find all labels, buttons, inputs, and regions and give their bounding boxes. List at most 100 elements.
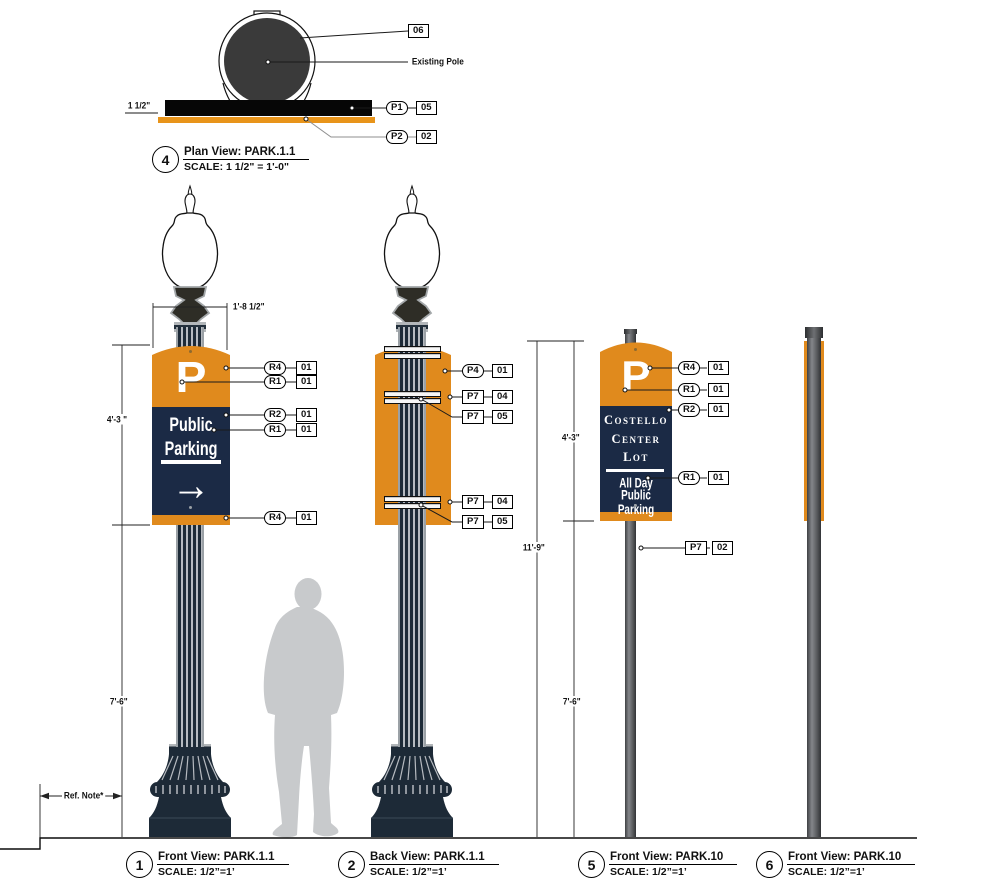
view-label-front-5: 5 Front View: PARK.10 SCALE: 1/2”=1’ [578, 851, 738, 878]
pole-height-dim: 7'-6" [561, 696, 583, 707]
callout-r1-num: 01 [708, 383, 729, 397]
view-scale: SCALE: 1/2”=1’ [610, 866, 687, 878]
callout-r1-num: 01 [296, 375, 317, 389]
callout-p7-c: P7 [462, 495, 484, 509]
view-label-front-6: 6 Front View: PARK.10 SCALE: 1/2”=1’ [756, 851, 916, 878]
callout-r1: R1 [678, 383, 701, 397]
sign-rivet [189, 506, 192, 509]
callout-p1-num: 05 [416, 101, 437, 115]
sign-divider-rule [161, 460, 221, 464]
view-scale: SCALE: 1/2”=1’ [788, 866, 865, 878]
sign-line-costello: Costello [603, 413, 669, 427]
base-plinth [149, 797, 231, 837]
pole-cap-park10-front [624, 329, 637, 334]
callout-r2-num: 01 [708, 403, 729, 417]
view-title: Front View: PARK.10 [609, 851, 738, 865]
callout-r2-num: 01 [296, 408, 317, 422]
callout-r4-num: 01 [296, 361, 317, 375]
round-pole-park10-side [807, 338, 821, 837]
plan-sign-face-bar [158, 117, 375, 123]
callout-r4-num: 01 [708, 361, 729, 375]
ref-note-label: Ref. Note* [62, 790, 106, 801]
ground-line [0, 837, 917, 850]
view-number: 1 [126, 851, 153, 878]
callout-p2-num: 02 [416, 130, 437, 144]
callout-p7: P7 [685, 541, 707, 555]
callout-r2: R2 [678, 403, 701, 417]
sign-line-parking: Parking [164, 439, 218, 460]
sign-rivet [189, 350, 192, 353]
arrow-right-icon: → [171, 459, 211, 511]
human-silhouette [263, 578, 344, 838]
callout-p4-num: 01 [492, 364, 513, 378]
sign-line-lot: Lot [623, 450, 649, 464]
callout-r1b: R1 [678, 471, 701, 485]
view-title: Front View: PARK.1.1 [157, 851, 289, 865]
callout-p7-b-num: 05 [492, 410, 513, 424]
view-label-front-1: 1 Front View: PARK.1.1 SCALE: 1/2”=1’ [126, 851, 289, 878]
view-scale: SCALE: 1/2”=1’ [158, 866, 235, 878]
plan-sign-panel-bar [165, 100, 372, 116]
view-title: Plan View: PARK.1.1 [183, 146, 310, 160]
existing-pole-label: Existing Pole [411, 56, 464, 67]
callout-p1: P1 [386, 101, 408, 115]
round-pole-park10-front [625, 330, 636, 837]
callout-p7-d-num: 05 [492, 515, 513, 529]
sign-line-center: Center [611, 432, 661, 446]
callout-p7-a-num: 04 [492, 390, 513, 404]
callout-r4: R4 [264, 361, 287, 375]
view-scale: SCALE: 1 1/2" = 1'-0" [184, 161, 289, 173]
sign-line-all-day: All Day [619, 476, 653, 492]
plan-view-drawing [158, 10, 375, 123]
view-title: Back View: PARK.1.1 [369, 851, 499, 865]
public-parking-sign: P Public Parking → [152, 345, 230, 525]
view-number: 6 [756, 851, 783, 878]
pole-height-dim: 7'-6" [108, 696, 130, 707]
sign-rivet [634, 504, 637, 507]
plan-thickness-dim: 1 1/2" [126, 100, 153, 111]
callout-r1b: R1 [264, 423, 287, 437]
callout-p7-a: P7 [462, 390, 484, 404]
sign-rivet [634, 348, 637, 351]
costello-center-lot-sign: P Costello Center Lot All Day Public Par… [600, 341, 672, 521]
leader-dots [179, 59, 672, 551]
total-height-dim: 11'-9" [521, 542, 547, 553]
view-scale: SCALE: 1/2”=1’ [370, 866, 447, 878]
sign-line-public-parking: Public Parking [617, 488, 655, 518]
callout-p4: P4 [462, 364, 484, 378]
sign-line-public: Public [169, 415, 213, 436]
base-bell [157, 754, 223, 782]
sign-width-dim: 1'-8 1/2" [232, 301, 265, 312]
mounting-bracket-top [384, 346, 441, 360]
callout-p7-d: P7 [462, 515, 484, 529]
lamp-finial [184, 193, 196, 215]
sign-height-dim: 4'-3" [560, 432, 582, 443]
view-number: 2 [338, 851, 365, 878]
view-title: Front View: PARK.10 [787, 851, 916, 865]
view-number: 5 [578, 851, 605, 878]
callout-r4: R4 [678, 361, 701, 375]
sign-height-dim: 4'-3 " [105, 414, 129, 425]
callout-p7-num: 02 [712, 541, 733, 555]
callout-06: 06 [408, 24, 429, 38]
callout-r1b-num: 01 [296, 423, 317, 437]
base-collar [169, 744, 211, 754]
mounting-bracket-middle [384, 391, 441, 405]
parking-p-logo: P [175, 353, 207, 402]
callout-r4b-num: 01 [296, 511, 317, 525]
callout-r4b: R4 [264, 511, 287, 525]
view-label-plan: 4 Plan View: PARK.1.1 SCALE: 1 1/2" = 1'… [152, 146, 310, 173]
callout-p7-b: P7 [462, 410, 484, 424]
view-number: 4 [152, 146, 179, 173]
dimension-lines [39, 303, 594, 849]
callout-r1: R1 [264, 375, 287, 389]
sign-divider-rule [606, 469, 664, 472]
callout-p2: P2 [386, 130, 408, 144]
view-label-back-2: 2 Back View: PARK.1.1 SCALE: 1/2”=1’ [338, 851, 499, 878]
mounting-bracket-bottom [384, 496, 441, 510]
sign-panel-shape [600, 342, 672, 521]
lamp-post-front [149, 184, 231, 837]
